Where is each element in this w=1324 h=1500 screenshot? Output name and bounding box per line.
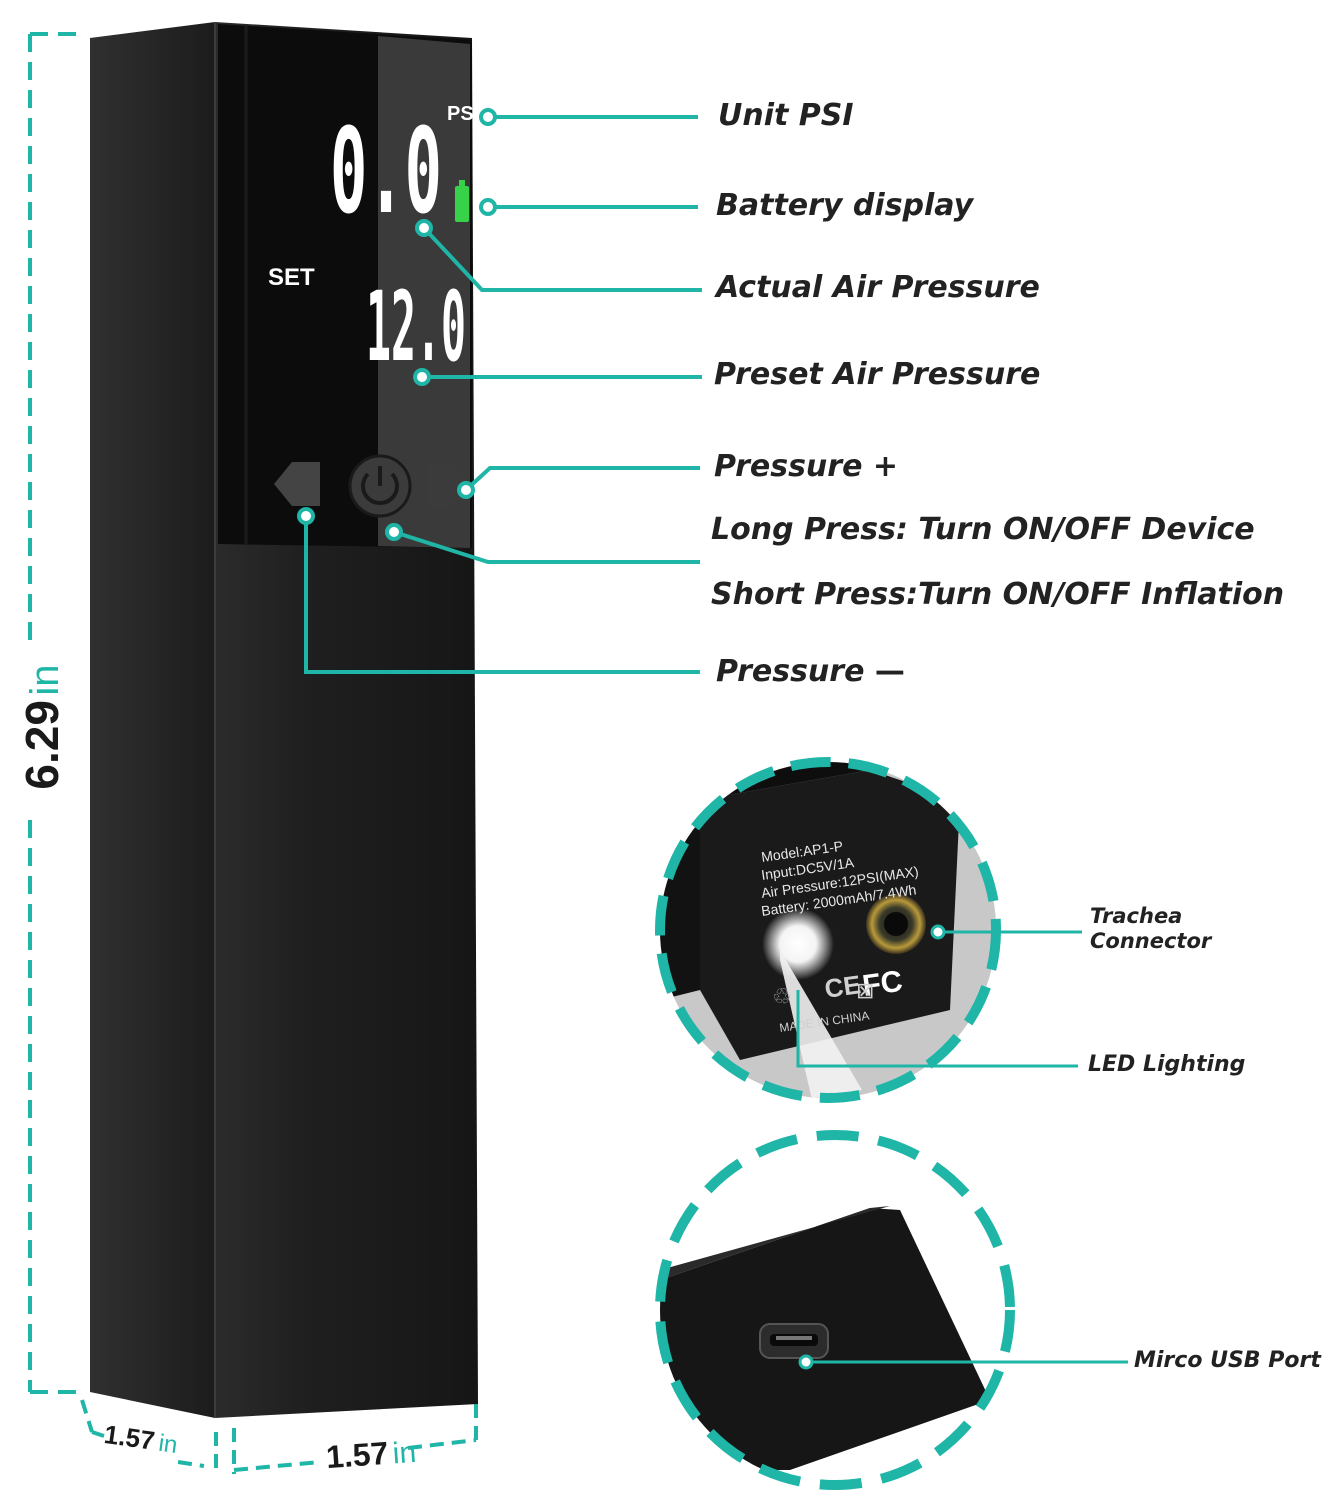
long-press-callout: Long Press: Turn ON/OFF Device [711, 512, 1255, 547]
short-press-callout: Short Press:Turn ON/OFF Inflation [711, 577, 1285, 612]
preset-pressure-display: 12.0 [366, 271, 466, 383]
trachea-connector-callout: Trachea Connector [1090, 904, 1212, 953]
width-dimension-line [232, 1404, 478, 1474]
weee-bin-icon: ⊠ [856, 979, 874, 1004]
actual-pressure-callout: Actual Air Pressure [716, 270, 1040, 305]
pressure-plus-callout-line [464, 466, 700, 492]
minus-icon: — [874, 654, 905, 689]
preset-pressure-callout: Preset Air Pressure [714, 357, 1041, 392]
pressure-plus-callout: Pressure + [714, 449, 898, 484]
plus-icon: + [872, 449, 899, 484]
depth-dimension-line [80, 1399, 218, 1470]
pressure-plus-text: Pressure [714, 449, 863, 484]
actual-pressure-display: 0.0 [330, 102, 442, 240]
unit-psi-label: PSI [447, 103, 479, 125]
power-button[interactable] [348, 454, 412, 518]
battery-tip-icon [459, 180, 465, 186]
actual-pressure-callout-line [422, 226, 702, 292]
pressure-minus-callout-line [304, 516, 700, 674]
battery-display-callout: Battery display [716, 188, 974, 223]
set-label: SET [268, 264, 315, 291]
height-dimension-label: 6.29 in [16, 664, 68, 790]
pressure-plus-button[interactable] [426, 462, 470, 508]
led-light-icon [762, 908, 834, 980]
connector-zoom-circle: FC CE MADE IN CHINA ♲ ⊠ [655, 757, 1001, 1103]
led-callout-line [796, 990, 1078, 1068]
recycle-icon: ♲ [772, 985, 792, 1010]
ce-mark: CE [823, 969, 863, 1004]
pressure-minus-callout: Pressure — [716, 654, 905, 689]
led-lighting-callout: LED Lighting [1088, 1052, 1246, 1077]
unit-psi-callout: Unit PSI [718, 98, 854, 133]
fc-mark: FC [860, 965, 904, 1003]
usb-zoom-circle [655, 1130, 1015, 1490]
pressure-minus-text: Pressure [716, 654, 865, 689]
usb-port-callout: Mirco USB Port [1134, 1348, 1321, 1373]
pressure-minus-button[interactable] [274, 462, 320, 506]
battery-indicator-icon [455, 186, 469, 222]
micro-usb-port-icon [759, 1323, 829, 1359]
air-pump-body [90, 22, 478, 1418]
power-callout-line [393, 530, 700, 564]
height-dimension-line [28, 32, 78, 1394]
width-dimension-label: 1.57 in [324, 1434, 418, 1476]
